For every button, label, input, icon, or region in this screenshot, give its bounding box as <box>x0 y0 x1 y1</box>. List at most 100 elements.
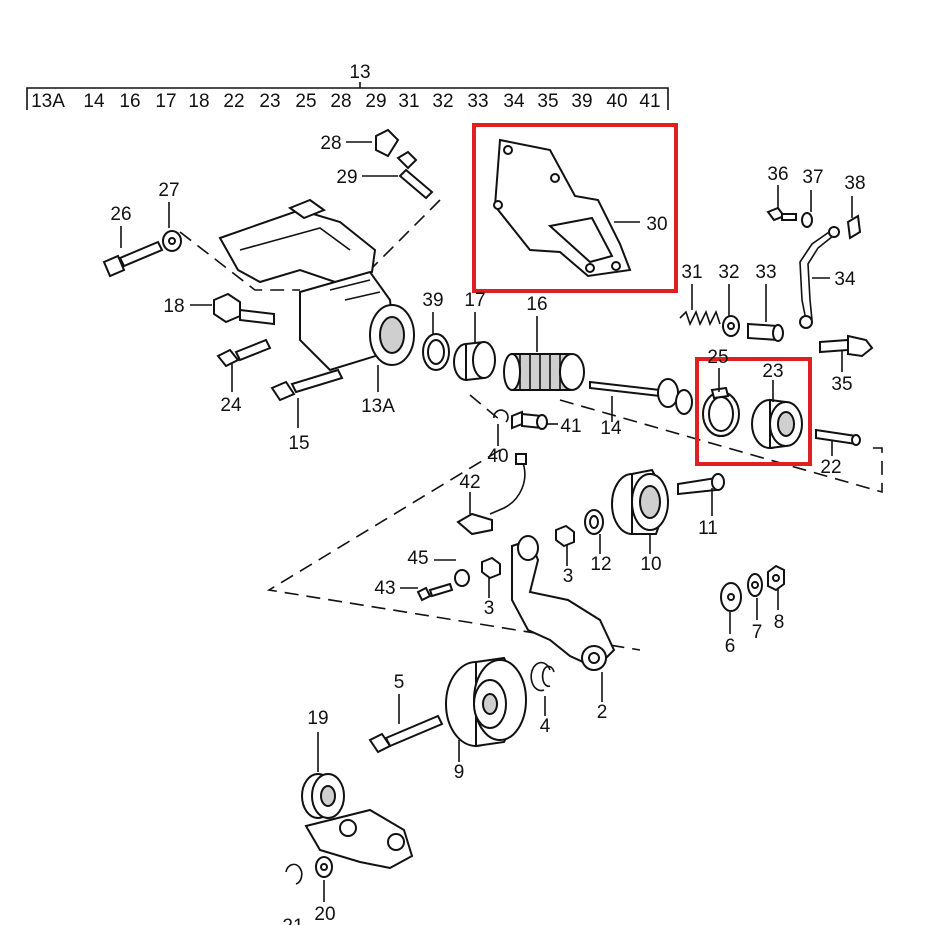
part-8-nut <box>767 564 785 592</box>
part-16-spring <box>503 353 585 391</box>
callout-3-upper: 3 <box>563 566 574 587</box>
header-group-label: 13 <box>349 62 370 83</box>
part-13a-master-cylinder <box>299 270 415 372</box>
header-item: 28 <box>330 91 351 112</box>
leader-lines <box>120 141 853 902</box>
callout-37: 37 <box>802 167 823 188</box>
callout-22: 22 <box>820 457 841 478</box>
callout-11: 11 <box>698 518 718 539</box>
header-item: 13A <box>31 91 65 112</box>
part-28-cap <box>375 128 400 158</box>
part-11-pin <box>677 473 725 496</box>
part-7-washer <box>747 573 763 597</box>
part-36-bolt <box>766 206 797 222</box>
callout-24: 24 <box>220 395 242 416</box>
part-23-bushing <box>751 398 803 450</box>
header-item: 25 <box>295 91 316 112</box>
callout-28: 28 <box>320 133 341 154</box>
part-39-o-ring <box>422 333 450 371</box>
callout-26: 26 <box>110 204 131 225</box>
part-42-sensor-wire <box>456 453 527 536</box>
part-4-circlip <box>530 661 555 692</box>
part-20-washer <box>315 856 333 878</box>
callout-34: 34 <box>834 269 856 290</box>
callout-2: 2 <box>597 702 608 723</box>
header-item: 40 <box>606 91 627 112</box>
callout-39: 39 <box>422 290 443 311</box>
header-item: 39 <box>571 91 592 112</box>
part-24-bolt <box>216 338 272 368</box>
part-18-nut-bolt <box>213 292 275 326</box>
part-32-washer <box>722 315 740 337</box>
callout-8: 8 <box>774 612 785 633</box>
callout-12: 12 <box>590 554 611 575</box>
callout-32: 32 <box>718 262 739 283</box>
callout-35: 35 <box>831 374 852 395</box>
callout-20: 20 <box>314 904 335 925</box>
callout-36: 36 <box>767 164 788 185</box>
part-45-washer <box>454 569 470 587</box>
part-27-washer <box>162 230 182 252</box>
part-37-washer <box>801 212 813 228</box>
header-item: 31 <box>398 91 419 112</box>
part-15-bolt <box>270 368 344 402</box>
part-26-bolt <box>102 240 164 278</box>
callout-14: 14 <box>600 418 622 439</box>
callout-31: 31 <box>681 262 702 283</box>
callout-43: 43 <box>374 578 395 599</box>
callout-numbers: 28 29 27 26 18 24 15 13A 39 17 16 30 36 … <box>110 133 865 925</box>
callout-3-lower: 3 <box>484 598 495 619</box>
part-22-pin <box>815 428 861 446</box>
part-25-clamp <box>702 386 740 437</box>
part-29-bleeder-screw <box>396 150 434 200</box>
callout-15: 15 <box>288 433 309 454</box>
header-item: 18 <box>188 91 209 112</box>
callout-18: 18 <box>163 296 184 317</box>
callout-5: 5 <box>394 672 405 693</box>
highlight-part-30 <box>472 123 678 293</box>
header-item: 35 <box>537 91 558 112</box>
part-35-pin <box>819 334 874 358</box>
header-item: 29 <box>365 91 386 112</box>
header-item: 17 <box>155 91 176 112</box>
part-support-bracket <box>218 198 377 284</box>
part-2-lever <box>511 535 616 671</box>
callout-29: 29 <box>336 167 357 188</box>
part-6-washer <box>720 582 742 612</box>
callout-30: 30 <box>646 214 667 235</box>
part-30-gasket-plate <box>493 138 632 278</box>
part-3-bushing-lower <box>481 556 501 580</box>
part-12-washer <box>584 509 604 535</box>
part-34-rod <box>799 226 840 329</box>
part-33-sleeve <box>747 322 784 342</box>
callout-21: 21 <box>282 916 303 925</box>
part-10-roller <box>611 468 670 535</box>
callout-16: 16 <box>526 294 547 315</box>
callout-23: 23 <box>762 361 783 382</box>
part-17-piston <box>453 340 496 382</box>
header-item: 14 <box>83 91 105 112</box>
callout-9: 9 <box>454 762 465 783</box>
callout-42: 42 <box>459 472 480 493</box>
part-38-clip <box>846 214 862 240</box>
part-40-circlip <box>493 409 509 423</box>
header-item: 32 <box>432 91 453 112</box>
part-41-bolt <box>511 410 548 430</box>
header-item: 41 <box>639 91 660 112</box>
part-31-spring <box>679 309 721 327</box>
header-item: 34 <box>503 91 525 112</box>
callout-19: 19 <box>307 708 328 729</box>
part-5-bolt <box>368 714 444 754</box>
part-19-tensioner-pulley <box>301 773 414 870</box>
callout-4: 4 <box>540 716 551 737</box>
header-bracket: 13 13A 14 16 17 18 22 23 25 28 29 31 32 … <box>26 62 669 112</box>
header-item: 16 <box>119 91 140 112</box>
callout-33: 33 <box>755 262 776 283</box>
part-43-screw <box>416 582 454 602</box>
highlight-parts-25-23 <box>695 357 812 466</box>
callout-25: 25 <box>707 347 728 368</box>
callout-7: 7 <box>752 622 763 643</box>
callout-27: 27 <box>158 180 179 201</box>
callout-10: 10 <box>640 554 661 575</box>
header-item: 23 <box>259 91 280 112</box>
